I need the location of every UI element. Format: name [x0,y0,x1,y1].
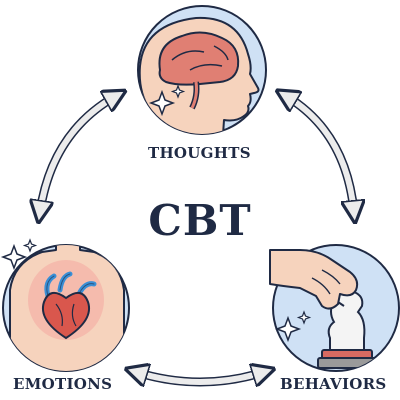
emotions-illustration [0,238,130,372]
arrow-thoughts-behaviors [286,96,354,212]
center-title: CBT [148,196,252,245]
arrow-emotions-behaviors [136,372,264,382]
behaviors-illustration [269,244,400,372]
emotions-label: EMOTIONS [13,375,113,393]
thoughts-label: THOUGHTS [148,144,251,162]
behaviors-label: BEHAVIORS [280,375,387,393]
thoughts-illustration [137,5,267,135]
arrow-emotions-thoughts [40,96,116,212]
